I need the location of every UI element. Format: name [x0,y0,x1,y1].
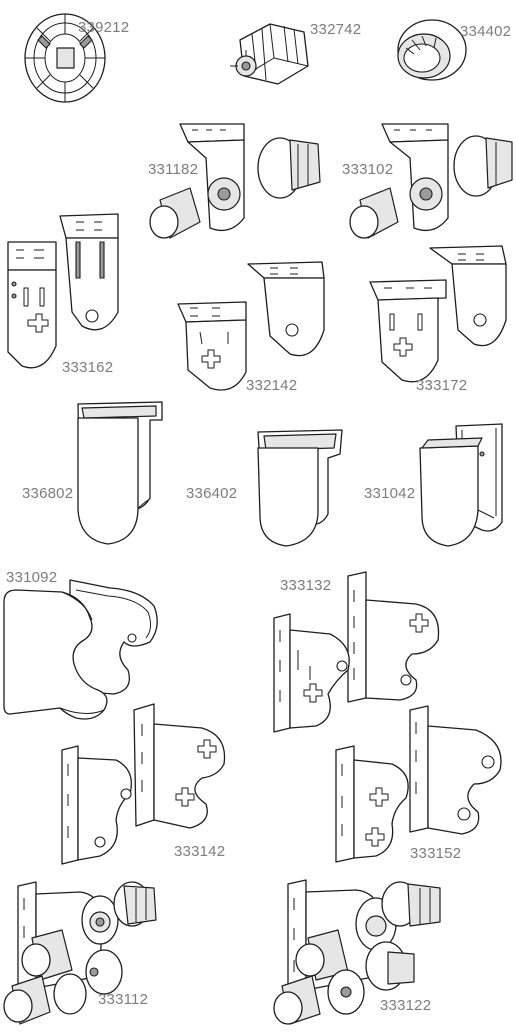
part-333102[interactable]: 333102 [336,118,516,253]
double-end-cap-drawing [0,568,170,726]
part-332142[interactable]: 332142 [166,258,336,393]
end-plug-disc-drawing [12,8,122,103]
part-code: 333112 [98,991,149,1008]
idler-plug-drawing [222,10,362,100]
part-333142[interactable]: 333142 [56,700,246,868]
cassette-end-cap-drawing [20,398,170,548]
part-333162[interactable]: 333162 [0,208,140,380]
double-bracket-with-plugs-drawing [268,862,488,1032]
part-333172[interactable]: 333172 [366,240,516,400]
bracket-with-plugs-drawing [140,118,330,253]
part-332742[interactable]: 332742 [222,10,362,100]
part-336402[interactable]: 336402 [186,424,356,550]
part-code: 332142 [246,377,298,394]
double-bracket-pair-drawing [270,570,460,740]
bracket-pair-drawing [366,240,516,400]
double-bracket-pair-drawing [330,702,516,870]
part-333112[interactable]: 333112 [0,864,200,1032]
cassette-end-cap-drawing [364,418,516,552]
part-code: 339212 [78,19,130,36]
part-code: 332742 [310,21,362,38]
part-code: 333162 [62,359,114,376]
part-336802[interactable]: 336802 [20,398,170,548]
part-code: 336402 [186,485,238,502]
double-bracket-pair-drawing [56,700,246,868]
part-code: 331042 [364,485,416,502]
double-bracket-with-plugs-drawing [0,864,200,1032]
tube-adapter-drawing [392,12,516,92]
part-333152[interactable]: 333152 [330,702,516,870]
part-333132[interactable]: 333132 [270,570,460,740]
adjustable-bracket-pair-drawing [0,208,140,380]
part-code: 331182 [148,161,199,178]
part-code: 331092 [6,569,58,586]
part-code: 336802 [22,485,74,502]
part-code: 333152 [410,845,462,862]
bracket-with-plugs-drawing [336,118,516,253]
part-code: 334402 [460,23,512,40]
part-code: 333132 [280,577,332,594]
part-339212[interactable]: 339212 [12,8,129,103]
part-331182[interactable]: 331182 [140,118,330,253]
part-code: 333142 [174,843,226,860]
part-code: 333102 [342,161,394,178]
part-code: 333122 [380,997,432,1014]
part-333122[interactable]: 333122 [268,862,488,1032]
bracket-pair-drawing [166,258,336,393]
part-331042[interactable]: 331042 [364,418,516,552]
part-334402[interactable]: 334402 [392,12,516,92]
part-331092[interactable]: 331092 [0,568,170,726]
cassette-end-cap-drawing [186,424,356,550]
part-code: 333172 [416,377,468,394]
